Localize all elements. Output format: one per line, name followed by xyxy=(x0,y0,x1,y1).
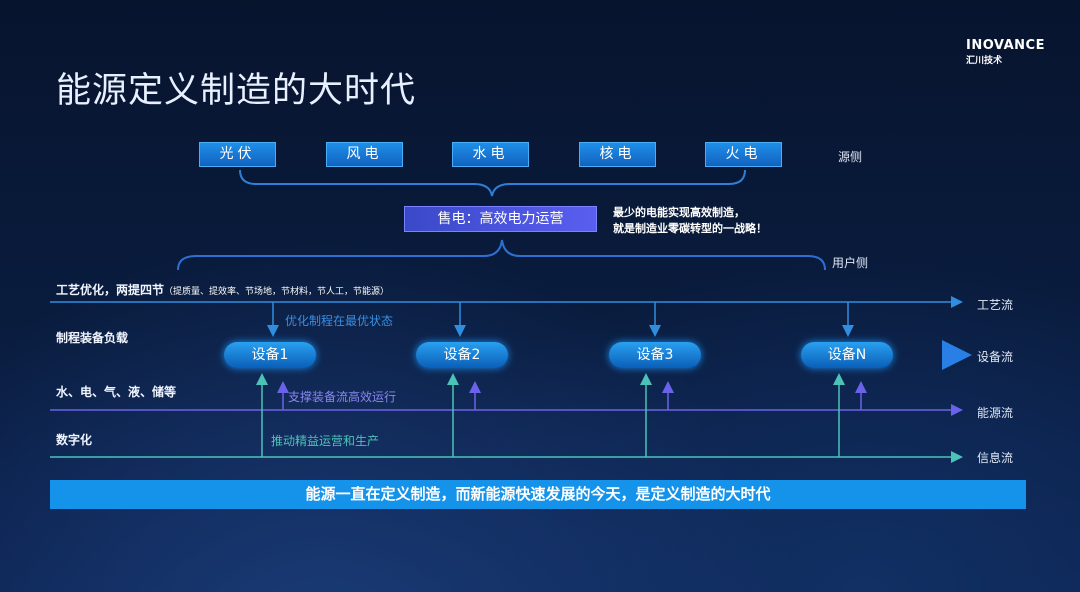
energy-note: 支撑装备流高效运行 xyxy=(288,390,397,404)
info-note: 推动精益运营和生产 xyxy=(271,434,380,448)
device-3: 设备3 xyxy=(609,342,701,368)
conclusion-banner: 能源一直在定义制造，而新能源快速发展的今天，是定义制造的大时代 xyxy=(50,480,1026,509)
process-note: 优化制程在最优状态 xyxy=(285,314,394,328)
source-thermal: 火电 xyxy=(705,142,782,167)
device-1: 设备1 xyxy=(224,342,316,368)
strategy-note: 最少的电能实现高效制造， 就是制造业零碳转型的一战略！ xyxy=(613,205,767,237)
source-hydro: 水电 xyxy=(452,142,529,167)
energy-flow-label: 能源流 xyxy=(977,406,1014,420)
user-side-label: 用户侧 xyxy=(832,256,869,270)
info-row-label: 数字化 xyxy=(56,433,93,447)
logo: INOVANCE 汇川技术 xyxy=(966,38,1045,66)
electricity-sales-box: 售电：高效电力运营 xyxy=(404,206,597,232)
source-nuclear: 核电 xyxy=(579,142,656,167)
process-row-label: 工艺优化，两提四节（提质量、提效率、节场地，节材料，节人工，节能源） xyxy=(56,279,389,298)
process-detail: （提质量、提效率、节场地，节材料，节人工，节能源） xyxy=(164,287,390,297)
process-flow-label: 工艺流 xyxy=(977,298,1014,312)
logo-sub: 汇川技术 xyxy=(966,56,1003,66)
source-side-label: 源侧 xyxy=(838,150,863,164)
logo-brand: INOVANCE xyxy=(966,38,1045,53)
page-title: 能源定义制造的大时代 xyxy=(56,71,417,111)
device-2: 设备2 xyxy=(416,342,508,368)
source-solar: 光伏 xyxy=(199,142,276,167)
strategy-line-1: 最少的电能实现高效制造， xyxy=(613,206,745,219)
energy-row-label: 水、电、气、液、储等 xyxy=(56,385,177,399)
process-label: 工艺优化，两提四节 xyxy=(56,283,165,297)
strategy-line-2: 就是制造业零碳转型的一战略！ xyxy=(613,222,767,235)
equipment-row-label: 制程装备负载 xyxy=(56,331,129,345)
source-wind: 风电 xyxy=(326,142,403,167)
device-n: 设备N xyxy=(801,342,893,368)
info-flow-label: 信息流 xyxy=(977,451,1014,465)
equipment-flow-label: 设备流 xyxy=(977,350,1014,364)
